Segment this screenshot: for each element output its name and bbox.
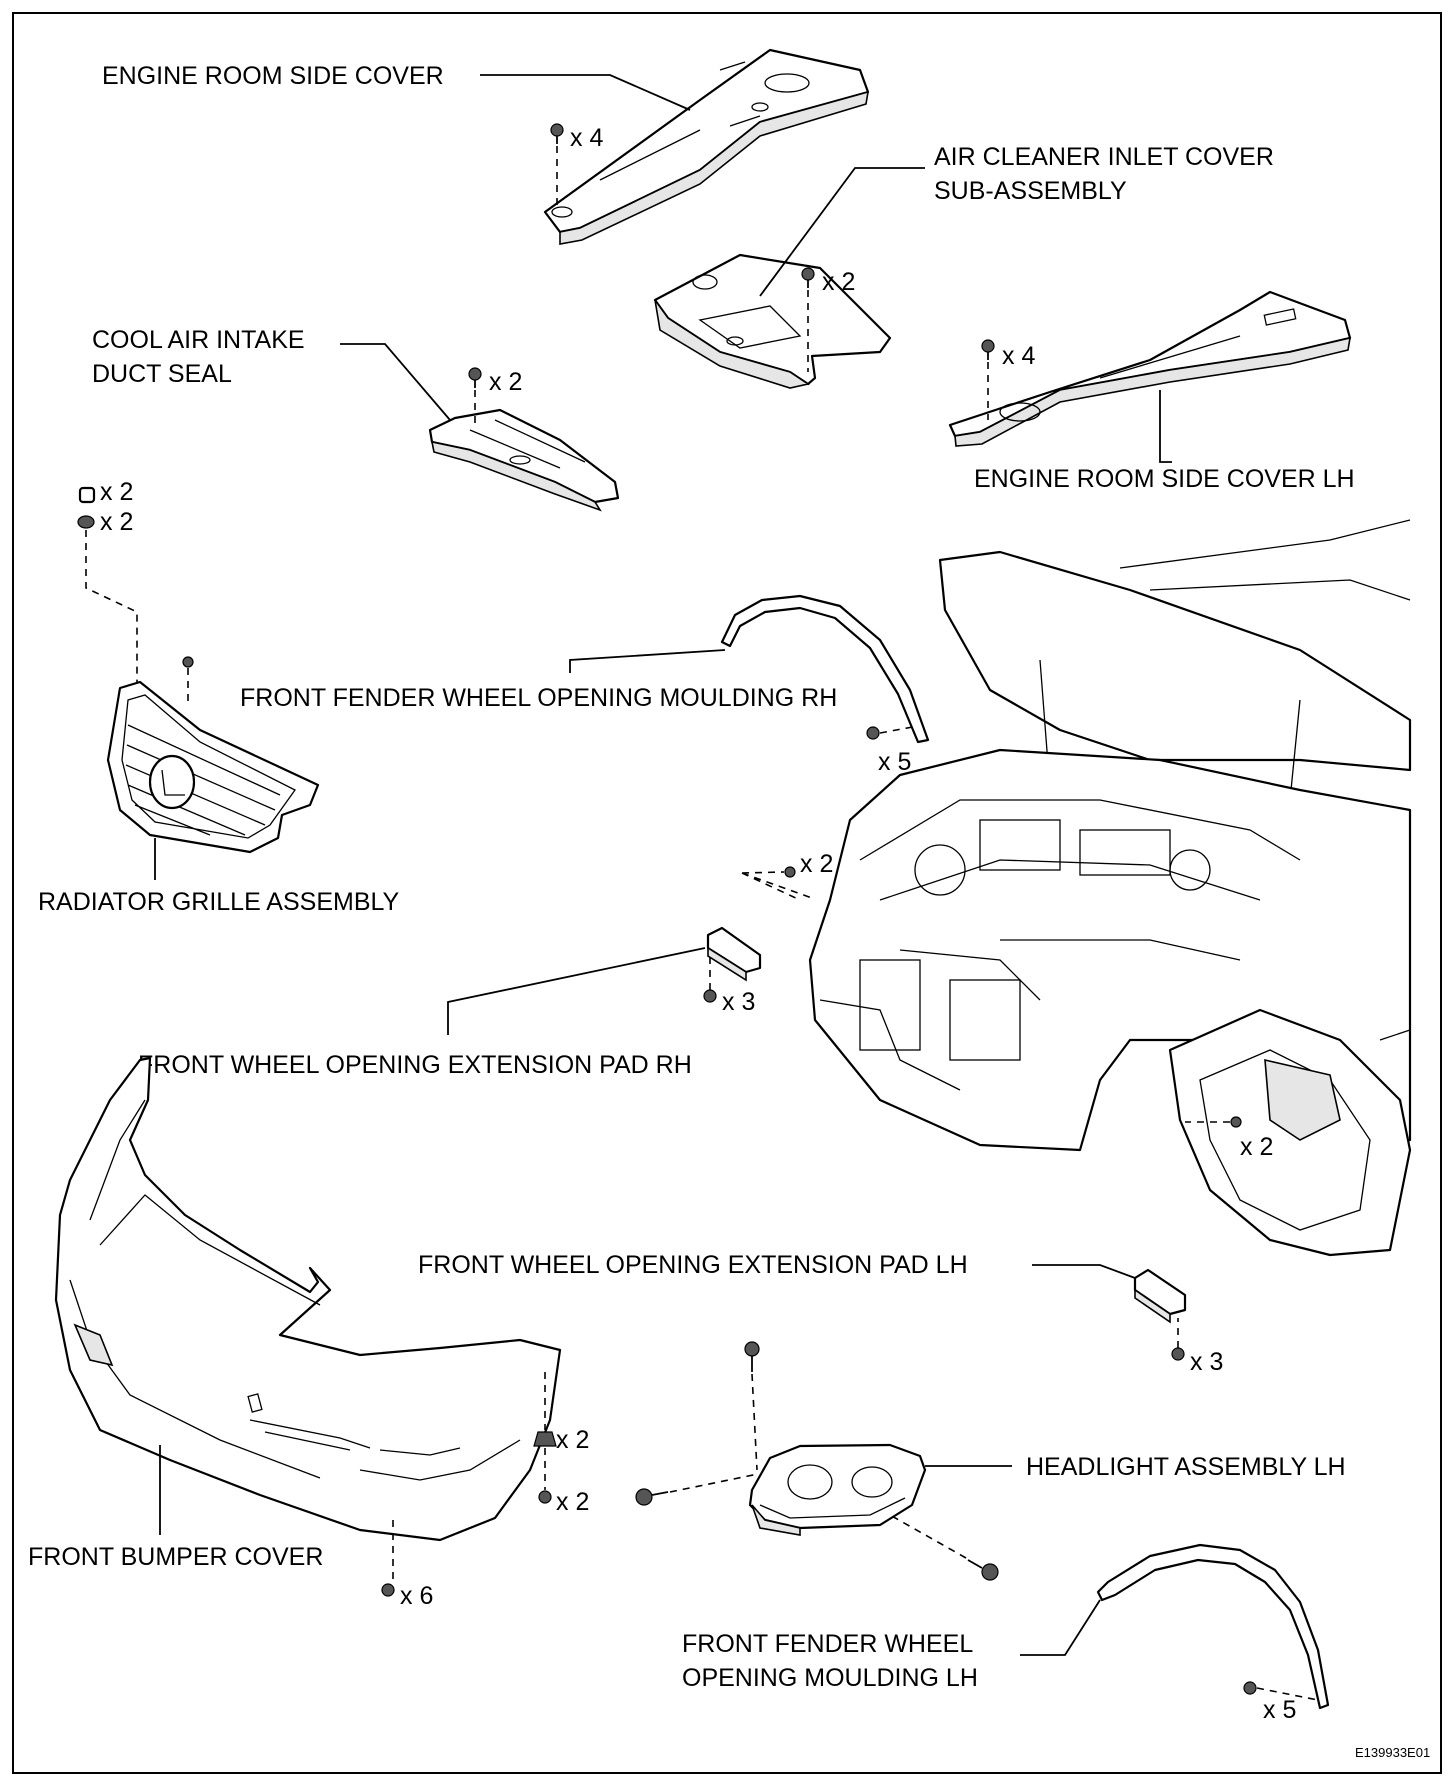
radiator-grille-label: RADIATOR GRILLE ASSEMBLY <box>38 888 400 916</box>
bumper-lower-clip-count: x 6 <box>400 1582 433 1610</box>
headlight-lh-part <box>748 1443 927 1536</box>
body-clip-icon <box>784 866 796 878</box>
bumper-screw-icon <box>538 1490 552 1504</box>
pad-lh-clip-icon <box>1171 1347 1185 1361</box>
moulding-rh-screw-icon <box>866 726 880 740</box>
air-cleaner-inlet-cover-leader <box>759 167 925 297</box>
front-fender-moulding-rh-part <box>720 594 930 744</box>
engine-room-side-cover-label: ENGINE ROOM SIDE COVER <box>102 62 444 90</box>
moulding-lh-screw-count: x 5 <box>1263 1696 1296 1724</box>
front-fender-moulding-lh-part <box>1096 1543 1330 1710</box>
fender-clip-count: x 2 <box>1240 1133 1273 1161</box>
moulding-rh-screw-count: x 5 <box>878 748 911 776</box>
side-cover-lh-clip-icon <box>981 339 995 360</box>
engine-room-side-cover-lh-label: ENGINE ROOM SIDE COVER LH <box>974 465 1355 493</box>
cool-air-intake-duct-seal-part <box>428 408 620 512</box>
engine-room-side-cover-lh-part <box>948 290 1352 447</box>
front-fender-moulding-rh-leader <box>569 649 726 673</box>
side-cover-clip-count: x 4 <box>570 124 603 152</box>
air-cleaner-inlet-cover-part <box>653 253 892 389</box>
bumper-screw-count: x 2 <box>556 1488 589 1516</box>
headlight-bolt-side-icon <box>635 1488 669 1506</box>
pad-rh-clip-count: x 3 <box>722 988 755 1016</box>
front-wheel-pad-rh-label: FRONT WHEEL OPENING EXTENSION PAD RH <box>138 1051 692 1079</box>
front-bumper-cover-part <box>54 1056 562 1542</box>
front-bumper-cover-label: FRONT BUMPER COVER <box>28 1543 323 1571</box>
side-cover-lh-clip-count: x 4 <box>1002 342 1035 370</box>
headlight-bolt-rear-icon <box>967 1559 999 1581</box>
vehicle-front-body <box>808 519 1412 1257</box>
grille-pin-count: x 2 <box>100 478 133 506</box>
engine-room-side-cover-leader <box>480 74 691 111</box>
headlight-lh-label: HEADLIGHT ASSEMBLY LH <box>1026 1453 1346 1481</box>
cool-air-intake-label-line2: DUCT SEAL <box>92 360 232 388</box>
grille-bolt-icon <box>182 656 194 668</box>
cool-air-clip-icon <box>468 367 482 388</box>
engine-room-side-cover-part <box>543 48 870 245</box>
body-clip-count: x 2 <box>800 850 833 878</box>
moulding-lh-screw-path <box>1256 1687 1319 1701</box>
headlight-bolt-rear-path <box>889 1514 967 1559</box>
body-clip-path <box>741 871 813 901</box>
reference-code: E139933E01 <box>1355 1745 1430 1760</box>
front-wheel-pad-rh-part <box>706 926 762 982</box>
side-cover-clip-icon <box>550 123 564 144</box>
headlight-bolt-top-icon <box>744 1341 760 1372</box>
bumper-pin-icon <box>533 1431 557 1447</box>
bumper-lower-clip-icon <box>381 1583 395 1597</box>
fender-clip-icon <box>1230 1116 1242 1128</box>
radiator-grille-part <box>106 680 320 854</box>
pad-lh-clip-count: x 3 <box>1190 1348 1223 1376</box>
grille-clip-count: x 2 <box>100 508 133 536</box>
cool-air-intake-label-line1: COOL AIR INTAKE <box>92 326 305 354</box>
front-wheel-pad-rh-leader <box>447 947 706 1035</box>
grille-clip-path <box>85 530 138 690</box>
air-cleaner-clip-icon <box>801 267 815 288</box>
front-fender-moulding-lh-label-line2: OPENING MOULDING LH <box>682 1664 978 1692</box>
bumper-pin-count: x 2 <box>556 1426 589 1454</box>
headlight-bolt-top-path <box>751 1373 758 1471</box>
moulding-lh-screw-icon <box>1243 1681 1257 1695</box>
air-cleaner-inlet-cover-label-line1: AIR CLEANER INLET COVER <box>934 143 1274 171</box>
cool-air-clip-count: x 2 <box>489 368 522 396</box>
air-cleaner-clip-count: x 2 <box>822 268 855 296</box>
front-fender-moulding-lh-leader <box>1020 1599 1101 1656</box>
front-fender-moulding-lh-label-line1: FRONT FENDER WHEEL <box>682 1630 973 1658</box>
front-wheel-pad-lh-part <box>1133 1268 1187 1324</box>
front-fender-moulding-rh-label: FRONT FENDER WHEEL OPENING MOULDING RH <box>240 684 837 712</box>
pad-rh-clip-icon <box>703 989 717 1003</box>
moulding-rh-screw-path <box>879 725 919 734</box>
air-cleaner-inlet-cover-label-line2: SUB-ASSEMBLY <box>934 177 1127 205</box>
grille-fastener-icons <box>77 486 96 529</box>
engine-room-side-cover-lh-leader <box>1159 390 1172 463</box>
cool-air-intake-leader <box>340 343 451 421</box>
front-wheel-pad-lh-leader <box>1032 1264 1136 1279</box>
headlight-bolt-side-path <box>669 1473 759 1493</box>
front-wheel-pad-lh-label: FRONT WHEEL OPENING EXTENSION PAD LH <box>418 1251 968 1279</box>
